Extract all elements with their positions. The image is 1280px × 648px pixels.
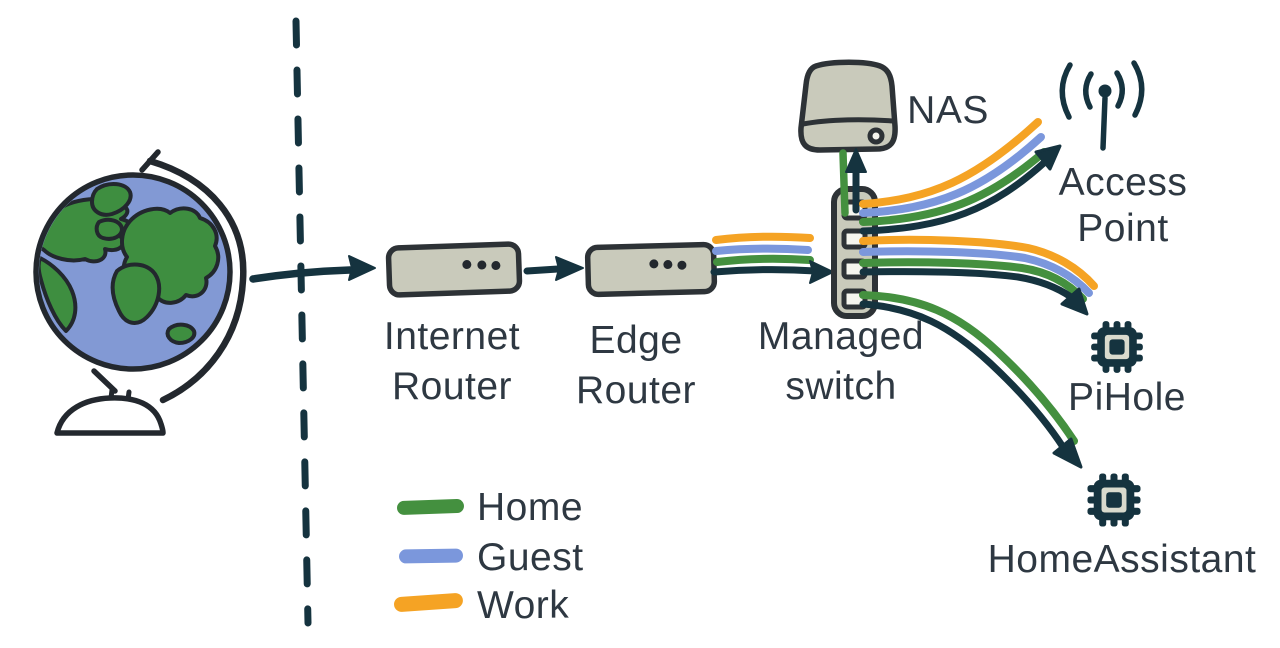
trunk-arrowhead	[809, 260, 834, 284]
ha-cable-home	[859, 291, 1078, 445]
nas-cable-home	[839, 149, 849, 217]
internet-router-body	[385, 241, 523, 298]
ha-arrow-shaft	[859, 300, 1067, 451]
edge-router-led-dots	[649, 259, 687, 270]
ap-cable-guest	[859, 133, 1045, 217]
legend-swatch-home	[397, 499, 464, 515]
pihole-cable-guest	[859, 247, 1093, 297]
pihole-link	[859, 235, 1098, 316]
pihole-chip-icon	[1091, 321, 1143, 373]
trunk-cable-work	[712, 232, 814, 244]
nas-icon	[798, 59, 898, 153]
nas-link	[839, 148, 867, 217]
pihole-arrow-shaft	[859, 268, 1075, 301]
nas-led	[867, 127, 885, 145]
home-assistant-link	[859, 291, 1083, 469]
nas-body	[798, 59, 898, 153]
wan-arrow	[249, 255, 376, 283]
edge-router-icon	[584, 241, 718, 298]
trunk-cable-home	[713, 254, 814, 266]
internet-globe-icon	[33, 149, 247, 436]
legend-swatch-work	[394, 593, 463, 612]
ap-arrowhead	[1034, 144, 1062, 171]
internet-router-label: Internet Router	[383, 315, 521, 408]
pihole-label: PiHole	[1068, 376, 1186, 419]
nas-panel-line	[802, 117, 894, 127]
edge-router-label: Edge Router	[575, 319, 697, 412]
internet-router-icon	[385, 241, 523, 298]
pihole-cable-home	[859, 258, 1087, 303]
globe-axis-cap	[139, 149, 161, 173]
ap-arrow-shaft	[859, 157, 1050, 235]
pihole-cable-work	[859, 235, 1098, 290]
ap-cable-work	[859, 118, 1042, 208]
edge-router-body	[584, 241, 718, 298]
ha-arrowhead	[1052, 437, 1083, 469]
router-link-arrow	[523, 256, 584, 281]
home-assistant-chip-icon	[1087, 473, 1141, 527]
ap-cable-home	[859, 148, 1048, 226]
access-point-link	[859, 118, 1062, 235]
nas-arrowhead	[845, 148, 867, 173]
legend-swatches	[394, 499, 464, 612]
access-point-antenna-icon	[1059, 60, 1145, 151]
legend-swatch-guest	[399, 548, 463, 564]
globe-stand	[54, 368, 166, 436]
trunk-cable-guest	[712, 244, 812, 255]
legend-label-guest: Guest	[477, 536, 584, 579]
access-point-label: Access Point	[1058, 161, 1188, 250]
internet-router-led-dots	[462, 260, 501, 271]
nas-label: NAS	[907, 89, 989, 132]
boundary-dashed-line	[292, 17, 312, 627]
managed-switch-label: Managed switch	[757, 315, 925, 408]
legend-label-work: Work	[477, 584, 570, 627]
legend-label-home: Home	[477, 486, 584, 529]
trunk-arrow-shaft	[710, 266, 820, 276]
pihole-arrowhead	[1060, 287, 1089, 316]
home-assistant-label: HomeAssistant	[987, 538, 1257, 581]
globe-meridian-arc	[146, 157, 247, 404]
trunk-bundle	[710, 232, 834, 284]
